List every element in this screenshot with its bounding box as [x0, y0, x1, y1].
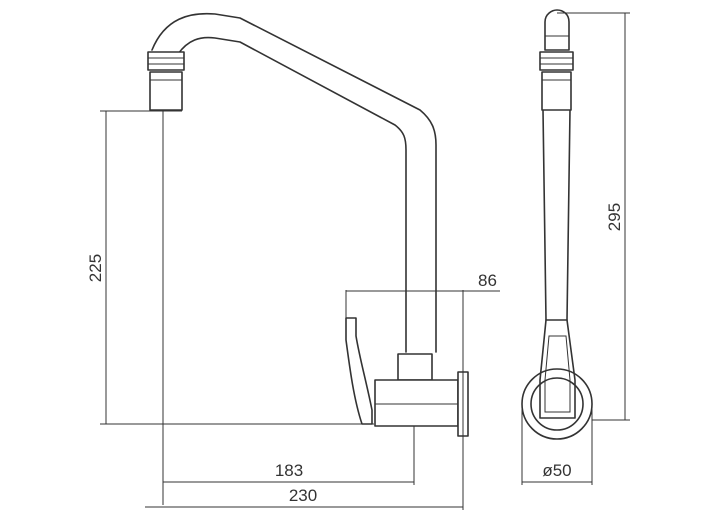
aerator-ring — [147, 51, 185, 71]
dim-50-label: ø50 — [542, 461, 571, 480]
side-view: 295 ø50 — [521, 9, 630, 485]
lever-handle — [345, 317, 373, 425]
spout-outer-contour — [151, 12, 437, 353]
dim-225-label: 225 — [86, 254, 105, 282]
aerator-nozzle — [149, 71, 183, 111]
side-flange-inner — [530, 377, 584, 431]
body-main-block — [374, 379, 459, 427]
side-top-cap — [544, 9, 570, 51]
dim-183-label: 183 — [275, 461, 303, 480]
side-aerator-nozzle — [541, 71, 572, 111]
spout-inner-contour — [177, 36, 407, 353]
dim-86-label: 86 — [478, 271, 497, 290]
side-spout-left — [542, 109, 547, 321]
side-handle-inner — [544, 335, 571, 413]
dim-230-label: 230 — [289, 486, 317, 505]
body-upper-block — [397, 353, 433, 381]
front-view: 225 86 183 230 — [86, 12, 500, 510]
side-spout-right — [566, 109, 571, 321]
dim-295-label: 295 — [605, 203, 624, 231]
side-aerator-ring — [539, 51, 574, 71]
